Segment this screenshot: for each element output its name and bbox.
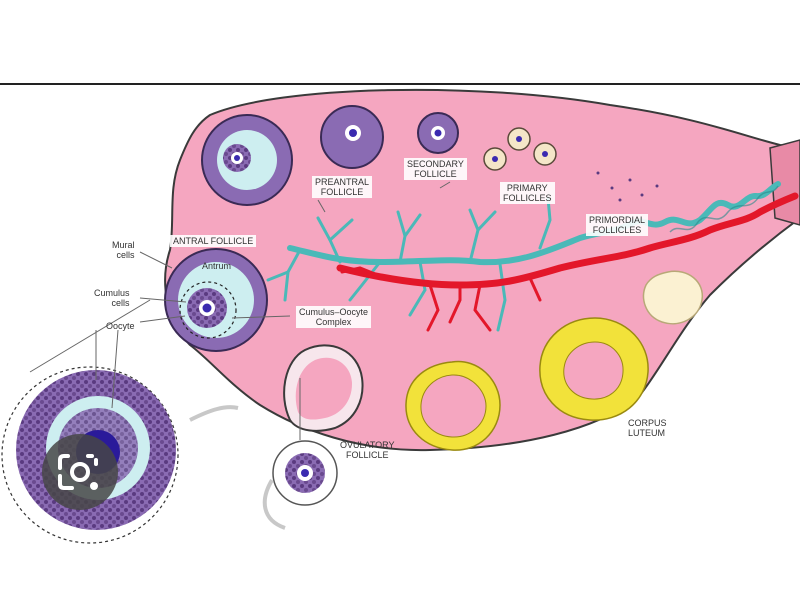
vein-branches [266, 196, 552, 332]
label-antrum: Antrum [202, 261, 232, 271]
pointer-lines [29, 181, 451, 440]
lens-glyph [58, 454, 98, 490]
artery-vessel [336, 192, 799, 289]
preantral-follicle [320, 105, 384, 169]
label-cumulus-oocyte-complex: Cumulus–Oocyte Complex [296, 306, 372, 328]
vein-coil [669, 185, 779, 233]
fallopian-stalk [769, 139, 800, 226]
label-ovulatory-follicle: OVULATORY FOLLICLE [340, 440, 395, 460]
label-mural-cells: Mural cells [112, 240, 135, 260]
google-lens-icon[interactable] [42, 434, 118, 510]
label-primary-follicles: PRIMARY FOLLICLES [500, 182, 555, 204]
label-antral-follicle: ANTRAL FOLLICLE [170, 235, 257, 247]
released-oocyte [262, 440, 338, 530]
artery-branches [340, 266, 542, 332]
label-corpus-luteum: CORPUS LUTEUM [628, 418, 667, 438]
label-oocyte: Oocyte [106, 321, 135, 331]
label-primordial-follicles: PRIMORDIAL FOLLICLES [586, 214, 649, 236]
label-secondary-follicle: SECONDARY FOLLICLE [404, 158, 467, 180]
secondary-follicle [417, 112, 459, 154]
label-cumulus-cells: Cumulus cells [94, 288, 130, 308]
primary-follicles [483, 127, 557, 171]
release-arrow [189, 405, 239, 422]
corpus-luteum [539, 317, 649, 421]
primordial-follicle-dots [596, 171, 659, 202]
antral-follicle [164, 248, 268, 352]
developing-corpus-luteum [405, 360, 501, 451]
large-follicle-top-left [201, 114, 293, 206]
ovulatory-bulge [283, 344, 364, 432]
corpus-albicans [642, 270, 703, 325]
label-preantral-follicle: PREANTRAL FOLLICLE [312, 176, 373, 198]
